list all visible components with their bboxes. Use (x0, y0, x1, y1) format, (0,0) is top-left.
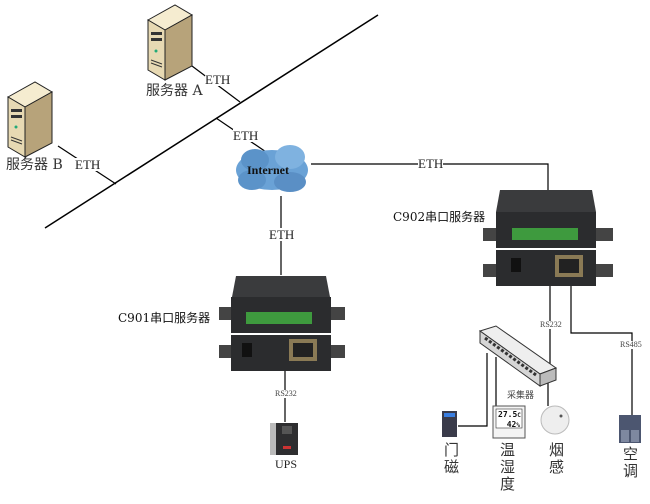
c902-rs485-label: RS485 (620, 340, 642, 349)
server-b-link-label: ETH (75, 157, 101, 172)
server-b-label: 服务器 B (6, 157, 63, 173)
server-a-icon (146, 4, 194, 81)
door-sensor-icon (442, 411, 457, 437)
internet-cloud-icon (236, 145, 308, 192)
door-label: 门磁 (442, 442, 460, 476)
smoke-detector-icon (540, 405, 570, 435)
temp-unit: C (517, 412, 521, 419)
aircon-label: 空调 (621, 446, 639, 480)
backbone-link-label: ETH (233, 128, 259, 143)
temp-humidity-label: 温湿度 (498, 442, 516, 493)
temp-value: 27.5 (498, 410, 518, 419)
temp-humidity-sensor-icon (492, 405, 526, 439)
smoke-label: 烟感 (547, 442, 565, 476)
collector-hub-icon (478, 325, 558, 387)
internet-c902-link-label: ETH (418, 156, 444, 171)
c902-label: C902串口服务器 (393, 210, 486, 224)
humidity-unit: % (516, 422, 520, 429)
humidity-value: 42 (506, 420, 517, 429)
server-a-label: 服务器 A (146, 83, 203, 99)
internet-c901-link-label: ETH (269, 227, 295, 242)
c902-rs485-link (570, 284, 633, 418)
internet-c902-link (311, 163, 549, 190)
ups-label: UPS (275, 457, 298, 471)
server-b-icon (6, 81, 54, 158)
backbone-line (44, 14, 379, 229)
c902-device-icon (483, 190, 613, 286)
c901-label: C901串口服务器 (118, 311, 211, 325)
c901-rs232-label: RS232 (275, 389, 297, 398)
ups-icon (270, 423, 298, 455)
collector-label: 采集器 (507, 390, 535, 400)
c901-device-icon (219, 276, 345, 371)
sensor-display: 27.5C 42% (498, 410, 521, 430)
aircon-icon (619, 415, 641, 443)
server-a-link-label: ETH (205, 72, 231, 87)
internet-label: Internet (247, 163, 289, 177)
c902-rs232-label: RS232 (540, 320, 562, 329)
door-link (458, 353, 488, 427)
